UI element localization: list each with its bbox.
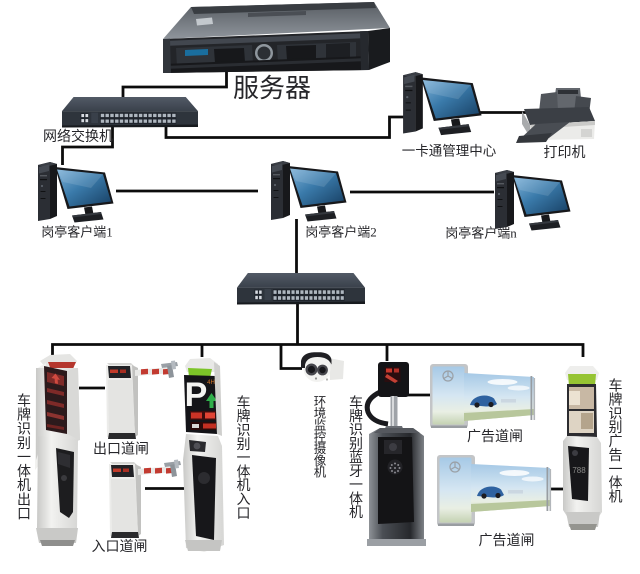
svg-text:摄: 摄 (314, 441, 327, 456)
svg-text:牌: 牌 (17, 407, 31, 424)
svg-text:机: 机 (237, 478, 251, 494)
svg-text:岗亭客户端1: 岗亭客户端1 (41, 225, 113, 240)
svg-text:一: 一 (609, 463, 623, 478)
svg-text:车: 车 (237, 394, 251, 411)
svg-text:出: 出 (17, 492, 31, 508)
svg-text:牌: 牌 (349, 408, 363, 425)
svg-text:4H: 4H (207, 380, 215, 386)
svg-text:别: 别 (17, 436, 31, 452)
svg-text:监: 监 (314, 419, 327, 433)
svg-text:机: 机 (349, 505, 363, 521)
svg-text:别: 别 (349, 437, 363, 453)
svg-text:一: 一 (237, 452, 251, 467)
svg-text:岗亭客户端2: 岗亭客户端2 (305, 225, 377, 240)
svg-text:服务器: 服务器 (233, 74, 311, 103)
svg-text:P: P (185, 376, 208, 414)
svg-text:蓝: 蓝 (349, 450, 363, 466)
svg-text:牙: 牙 (349, 464, 363, 480)
svg-text:岗亭客户端n: 岗亭客户端n (445, 226, 517, 241)
svg-text:口: 口 (17, 507, 31, 522)
svg-text:机: 机 (17, 478, 31, 494)
svg-text:一: 一 (17, 451, 31, 466)
svg-text:体: 体 (349, 491, 363, 507)
svg-text:体: 体 (237, 464, 251, 480)
svg-text:别: 别 (237, 437, 251, 453)
svg-text:入: 入 (237, 493, 251, 508)
svg-text:体: 体 (17, 464, 31, 480)
svg-text:口: 口 (237, 507, 251, 522)
svg-text:车: 车 (17, 393, 31, 410)
svg-text:网络交换机: 网络交换机 (43, 128, 113, 145)
svg-text:体: 体 (609, 476, 623, 492)
svg-text:告: 告 (609, 448, 623, 464)
svg-text:一卡通管理中心: 一卡通管理中心 (402, 144, 497, 159)
svg-text:识: 识 (349, 423, 363, 439)
svg-text:牌: 牌 (237, 408, 251, 425)
svg-text:牌: 牌 (609, 391, 623, 408)
svg-text:788: 788 (572, 466, 586, 475)
svg-text:机: 机 (314, 466, 327, 480)
svg-text:广: 广 (609, 434, 623, 450)
svg-text:车: 车 (349, 394, 363, 411)
svg-text:识: 识 (609, 406, 623, 422)
svg-text:环: 环 (314, 395, 327, 409)
svg-text:一: 一 (349, 479, 363, 494)
svg-text:识: 识 (17, 422, 31, 438)
svg-text:识: 识 (237, 423, 251, 439)
svg-text:入口道闸: 入口道闸 (92, 539, 148, 555)
svg-text:机: 机 (609, 490, 623, 506)
svg-text:控: 控 (314, 430, 327, 444)
svg-text:像: 像 (314, 454, 327, 468)
svg-text:广告道闸: 广告道闸 (467, 429, 523, 445)
svg-text:出口道闸: 出口道闸 (93, 442, 149, 458)
svg-text:广告道闸: 广告道闸 (479, 533, 535, 549)
svg-text:打印机: 打印机 (544, 144, 586, 161)
svg-text:境: 境 (314, 406, 327, 421)
svg-text:别: 别 (609, 420, 623, 436)
svg-text:车: 车 (609, 377, 623, 394)
